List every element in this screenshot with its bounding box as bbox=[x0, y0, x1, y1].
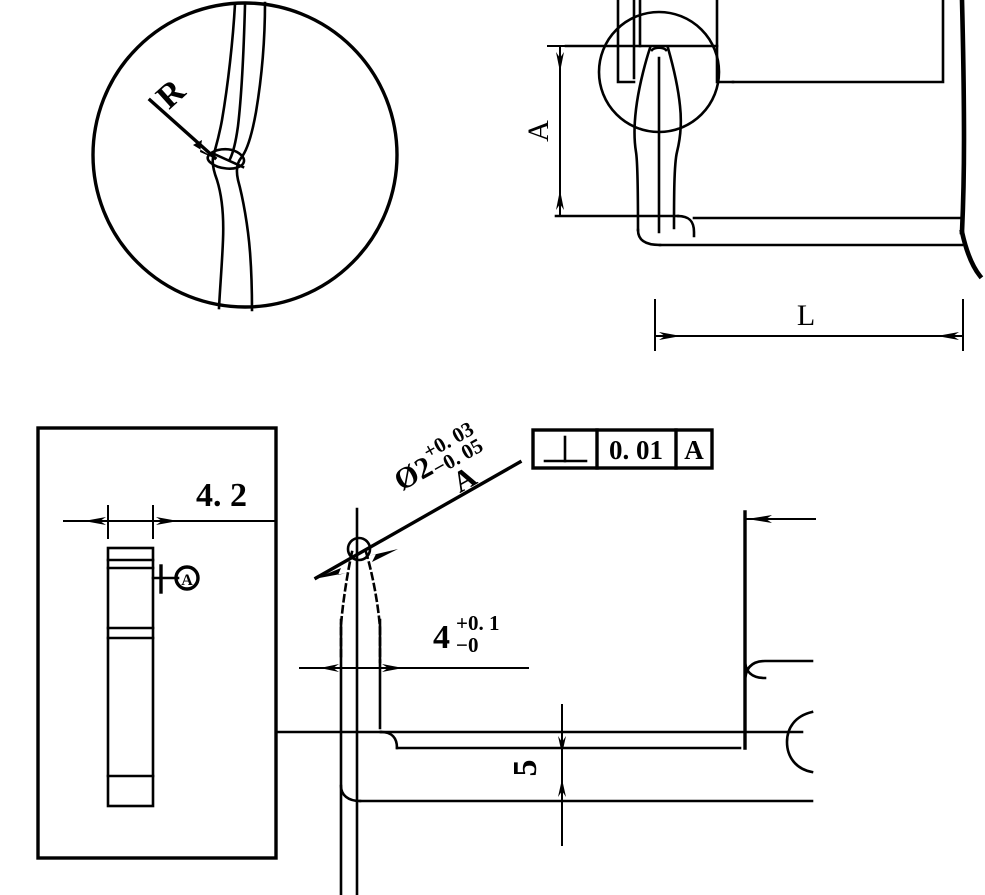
dim-4-arrow-left bbox=[320, 664, 339, 672]
pin-body bbox=[106, 546, 155, 808]
bracket-lower-corner bbox=[339, 784, 362, 803]
bracket-upper-outline bbox=[731, 0, 945, 84]
dim-4-arrow-right bbox=[382, 664, 403, 672]
dim-4-lower-tolerance: −0 bbox=[456, 633, 478, 657]
diameter-leader-arrow-lower bbox=[314, 568, 346, 579]
radius-leader-arrowhead bbox=[193, 140, 216, 159]
dim-5-label: 5 bbox=[507, 760, 544, 777]
left-boxed-view: A 4. 2 bbox=[36, 426, 278, 860]
diameter-leader-arrow-upper bbox=[368, 549, 398, 562]
dim-a-label: A bbox=[522, 120, 555, 142]
dim-42-label: 4. 2 bbox=[196, 477, 247, 514]
dim-l-label: L bbox=[797, 299, 815, 332]
frame-tolerance-value: 0. 01 bbox=[609, 435, 663, 465]
dim-4-nominal: 4 bbox=[433, 619, 450, 656]
detail-boundary-circle bbox=[91, 1, 399, 309]
bracket-leg-upper-fillet bbox=[743, 659, 814, 683]
leg-arrow-head bbox=[747, 515, 772, 523]
right-hole-arc bbox=[785, 710, 814, 774]
radius-leader-line bbox=[147, 97, 218, 161]
frame-outer-box bbox=[531, 428, 714, 470]
dim-l-arrow-right bbox=[937, 332, 959, 340]
diameter-leader-line bbox=[313, 459, 523, 581]
bracket-right-edge bbox=[959, 0, 967, 235]
dim-5-arrow-bottom bbox=[558, 779, 566, 797]
view-border-box bbox=[36, 426, 278, 860]
dim-4-upper-tolerance: +0. 1 bbox=[456, 611, 499, 635]
datum-circle bbox=[174, 565, 200, 591]
dim-a-arrow-bottom bbox=[556, 190, 564, 210]
bracket-right-leg-fillet bbox=[743, 658, 767, 680]
assembly-needle-left bbox=[633, 46, 652, 232]
needle-groove-line bbox=[228, 3, 247, 161]
holder-block-right bbox=[715, 0, 735, 84]
bracket-lower-horizontal-2 bbox=[676, 214, 696, 238]
needle-eye-cross bbox=[210, 151, 245, 169]
dim-42-arrow-right bbox=[156, 517, 178, 525]
assembly-needle-right bbox=[666, 46, 683, 230]
dim-l-arrow-left bbox=[659, 332, 681, 340]
datum-letter: A bbox=[181, 572, 193, 589]
dim-5-arrow-top bbox=[558, 736, 566, 754]
top-assembly-view: A L bbox=[522, 0, 984, 351]
dim-a-arrow-top bbox=[556, 52, 564, 72]
bracket-lower-curve bbox=[636, 228, 662, 247]
frame-datum-reference: A bbox=[684, 435, 704, 465]
needle-eye-outline bbox=[206, 147, 246, 170]
dim-42-arrow-left bbox=[84, 517, 106, 525]
feature-control-frame: 0. 01 A bbox=[531, 428, 714, 470]
bracket-tail-curve bbox=[959, 229, 984, 280]
assembly-needle-tip bbox=[650, 46, 668, 52]
